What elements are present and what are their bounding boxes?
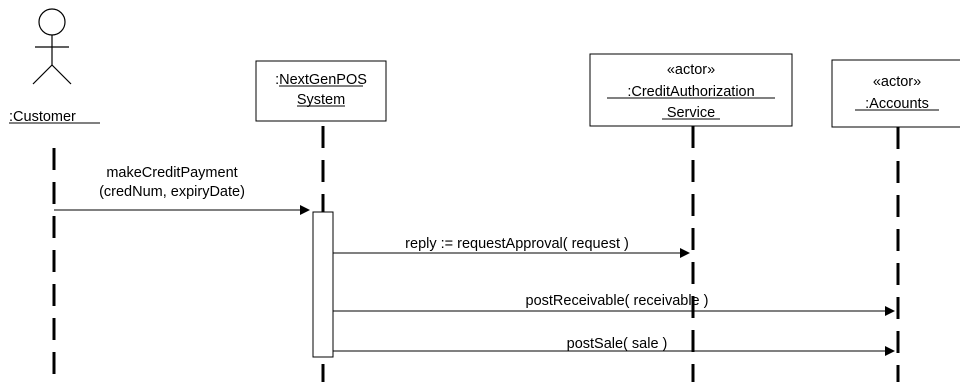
- message-label-line1: makeCreditPayment: [106, 165, 237, 181]
- message-label-line2: (credNum, expiryDate): [99, 184, 245, 200]
- participant-box: [589, 53, 793, 127]
- customer-label: :Customer: [9, 109, 76, 125]
- accounts-label-line1: :Accounts: [865, 96, 929, 112]
- participant-credit-authorization-service: «actor» :CreditAuthorization Service: [589, 53, 793, 127]
- credit-label-line2: Service: [667, 105, 715, 121]
- participant-accounts: «actor» :Accounts: [831, 59, 960, 128]
- message-request-approval: reply := requestApproval( request ): [333, 236, 690, 258]
- participant-customer: :Customer: [9, 8, 100, 125]
- actor-stick-figure-icon: [32, 8, 72, 85]
- message-post-receivable: postReceivable( receivable ): [333, 293, 895, 316]
- credit-label-line1: :CreditAuthorization: [627, 84, 754, 100]
- credit-stereotype: «actor»: [667, 62, 715, 78]
- activation-bar-pos: [312, 211, 334, 358]
- message-label: postReceivable( receivable ): [526, 293, 709, 309]
- message-label: postSale( sale ): [567, 336, 668, 352]
- pos-label-line2: System: [297, 92, 345, 108]
- accounts-stereotype: «actor»: [873, 74, 921, 90]
- message-post-sale: postSale( sale ): [333, 336, 895, 356]
- message-make-credit-payment: makeCreditPayment (credNum, expiryDate): [54, 165, 310, 215]
- participant-box: [831, 59, 960, 128]
- participant-box: [255, 60, 387, 122]
- pos-label-line1: :NextGenPOS: [275, 72, 367, 88]
- message-label: reply := requestApproval( request ): [405, 236, 629, 252]
- participant-nextgenpos-system: :NextGenPOS System: [255, 60, 387, 122]
